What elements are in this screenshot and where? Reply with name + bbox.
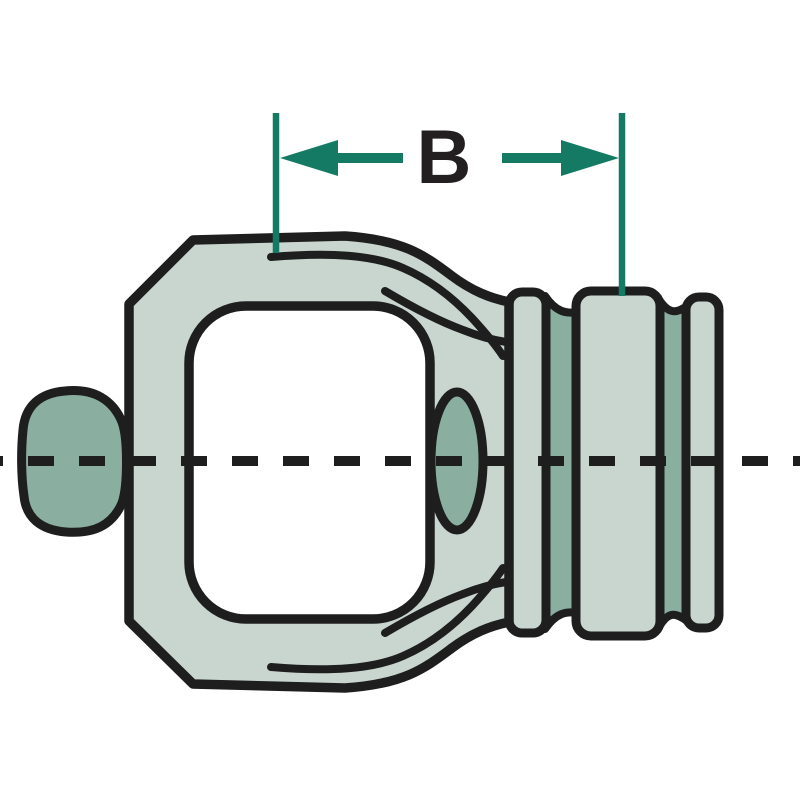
- dimension-b-group: B: [272, 113, 626, 296]
- dimension-arrow-right-head: [561, 140, 619, 176]
- dimension-arrow-left-tail: [336, 153, 403, 163]
- detail-line-bottom-long: [267, 564, 507, 674]
- detail-line-bottom-short: [381, 578, 510, 637]
- detail-line-top-short: [381, 287, 510, 346]
- ball-stud: [17, 386, 131, 537]
- detail-line-top-long: [267, 250, 507, 360]
- yoke-detail-lines: [267, 250, 510, 674]
- dimension-label-b: B: [417, 115, 472, 200]
- dimension-arrow-right-tail: [502, 153, 563, 163]
- dimension-arrow-left-head: [280, 140, 338, 176]
